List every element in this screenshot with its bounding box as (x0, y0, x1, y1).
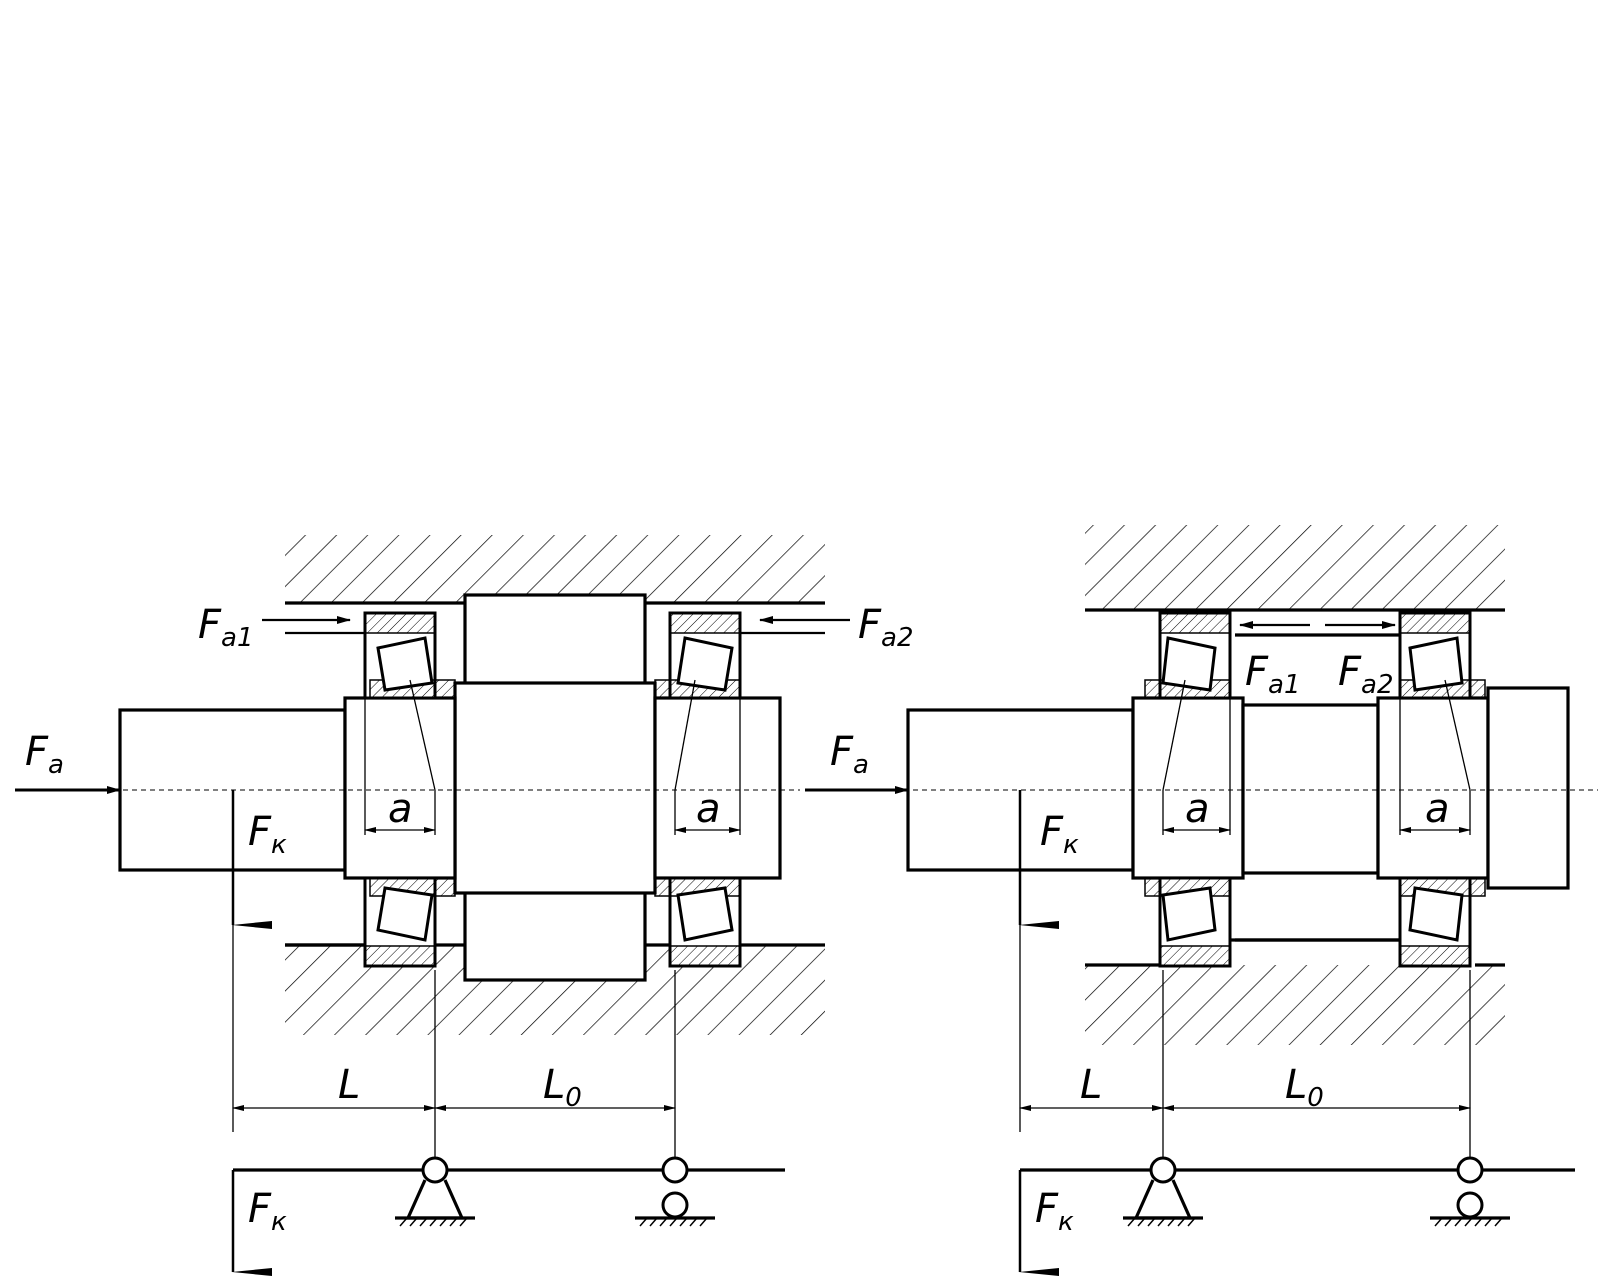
label-fk2-left: Fк (248, 1186, 287, 1237)
housing-bottom-right (1085, 938, 1505, 1045)
shaft-seat-right-2 (1376, 696, 1490, 880)
label-fa-left: Fa (25, 729, 64, 780)
label-fa-right: Fa (830, 729, 869, 780)
label-a-left-1: a (388, 786, 413, 832)
bearing-2-top (654, 611, 742, 700)
label-L-left: L (338, 1062, 360, 1108)
label-fa2-right: Fa2 (1338, 649, 1394, 700)
bearing-4-bottom (1398, 876, 1486, 968)
diagram-right: Fa1 Fa2 Fa Fк a a L L0 Fк (805, 525, 1598, 1276)
label-L0-right: L0 (1285, 1062, 1324, 1113)
bearing-3-bottom (1144, 876, 1232, 968)
label-a-right-1: a (1185, 786, 1210, 832)
label-fa1-left: Fa1 (198, 602, 254, 653)
shaft-collar-right (1486, 686, 1570, 890)
bearing-2-bottom (654, 876, 742, 968)
housing-top-right (1085, 525, 1505, 612)
label-fk2-right: Fк (1035, 1186, 1074, 1237)
pinned-support-left (395, 1156, 475, 1227)
roller-support-left (635, 1156, 715, 1227)
hub-inner (453, 681, 657, 895)
roller-support-right (1430, 1156, 1510, 1227)
label-a-left-2: a (696, 786, 721, 832)
label-L-right: L (1080, 1062, 1102, 1108)
label-L0-left: L0 (543, 1062, 582, 1113)
label-fa2-left: Fa2 (858, 602, 914, 653)
label-fk-right: Fк (1040, 809, 1079, 860)
bearing-1-bottom (363, 876, 456, 968)
housing-top-left (285, 535, 825, 605)
label-a-right-2: a (1425, 786, 1450, 832)
label-fa1-right: Fa1 (1245, 649, 1301, 700)
bearing-1-top (363, 611, 456, 700)
bearing-4-top (1398, 611, 1486, 700)
shaft-seat-left (343, 696, 457, 880)
bearing-3-top (1144, 611, 1232, 700)
shaft-middle-right (1241, 703, 1380, 875)
label-fk-left: Fк (248, 809, 287, 860)
diagram-left: Fa1 Fa2 Fa Fк a a L L0 Fк (15, 535, 914, 1276)
pinned-support-right (1123, 1156, 1203, 1227)
